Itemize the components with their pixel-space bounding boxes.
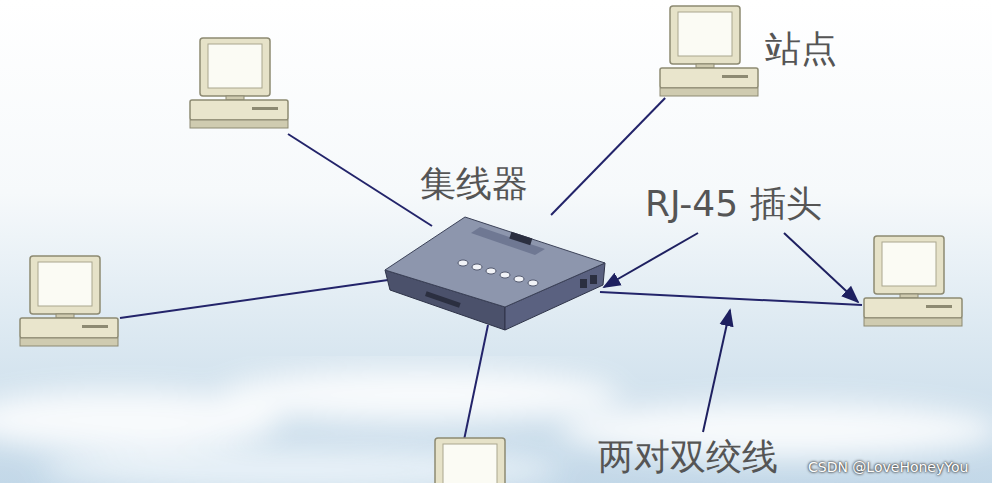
hub-device [385, 217, 605, 330]
station-box: 站点 [660, 6, 760, 98]
station-computer [20, 256, 118, 346]
station-computer [660, 6, 758, 96]
node-label: 站点 [765, 28, 837, 70]
station-computer [864, 236, 962, 326]
station-computer [190, 38, 288, 128]
twisted-pair-wire [120, 134, 862, 440]
watermark: CSDN @LoveHoneyYou [808, 458, 968, 476]
leader-arrow [604, 233, 858, 432]
node-label: 集线器 [420, 163, 528, 205]
connector-label: RJ-45 插头 [645, 183, 822, 225]
hub-box: 集线器 [385, 215, 605, 330]
station-computer [425, 438, 523, 483]
cable-label: 两对双绞线 [598, 436, 778, 478]
